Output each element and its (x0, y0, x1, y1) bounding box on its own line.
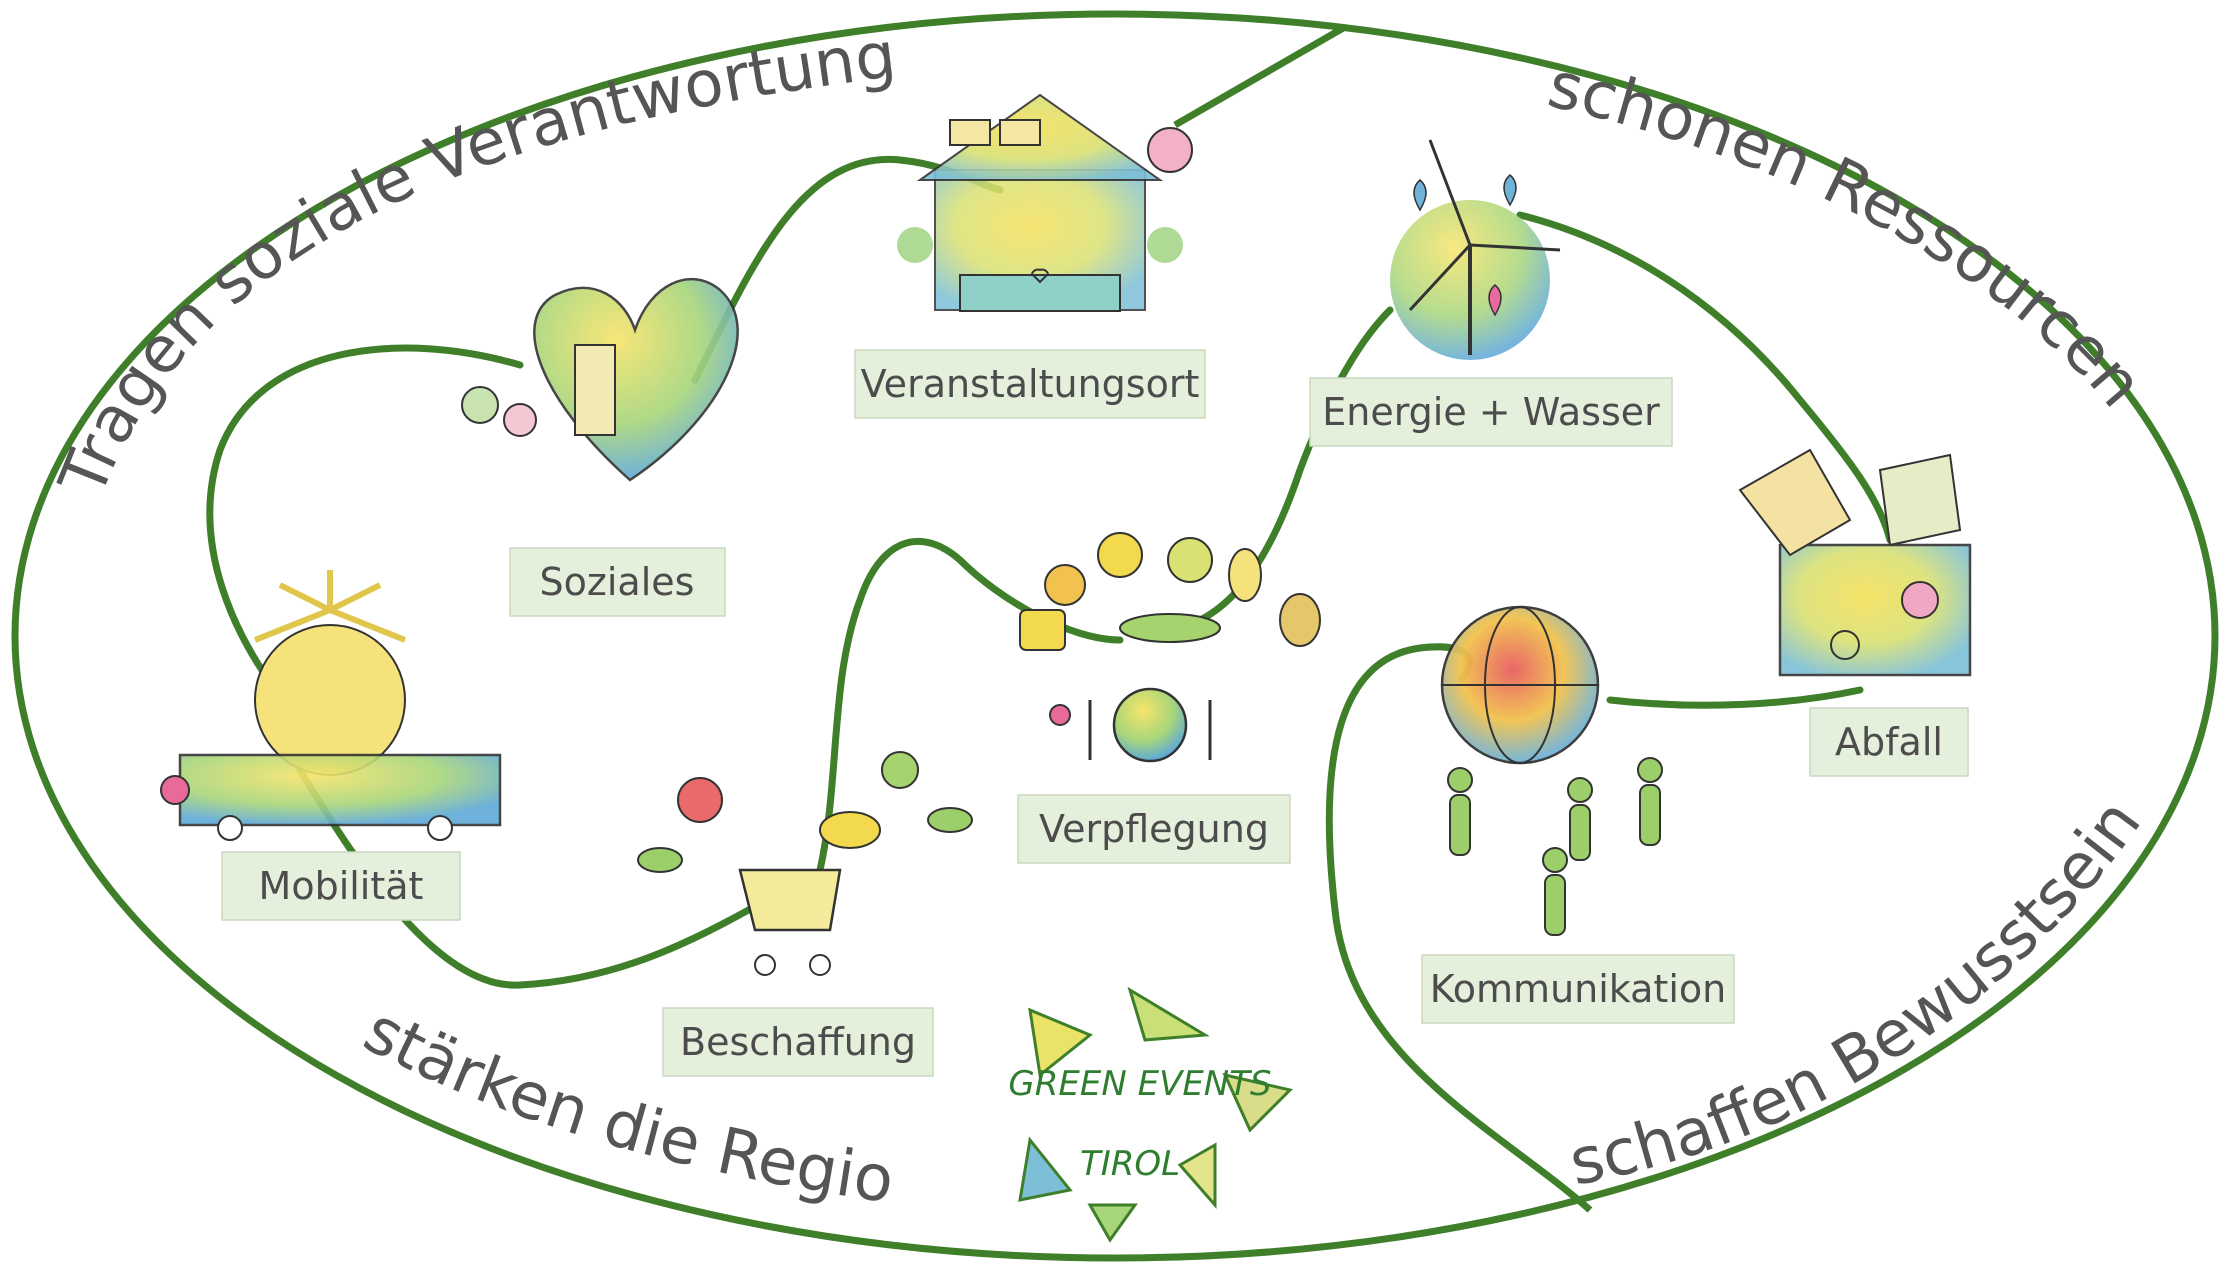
outer-ellipse (11, 10, 2219, 1262)
divider-top (1173, 23, 1347, 129)
phrase-soziale-verantwortung: Tragen soziale Verantwortung (46, 19, 900, 507)
globe-people-icon (1440, 605, 1663, 936)
label-veranstaltungsort: Veranstaltungsort (854, 349, 1206, 419)
divider-bottom-right (1325, 643, 1593, 1213)
label-energie-wasser: Energie + Wasser (1309, 377, 1673, 447)
label-mobilitaet: Mobilität (221, 851, 461, 921)
green-events-logo: GREEN EVENTS TIROL (1008, 986, 1293, 1243)
svg-text:Verpflegung: Verpflegung (1039, 807, 1269, 851)
svg-text:Soziales: Soziales (540, 560, 695, 604)
label-kommunikation: Kommunikation (1421, 954, 1735, 1024)
heart-icon (461, 278, 739, 482)
svg-text:Mobilität: Mobilität (259, 864, 424, 908)
svg-text:Kommunikation: Kommunikation (1430, 967, 1726, 1011)
svg-text:Beschaffung: Beschaffung (680, 1020, 916, 1064)
svg-text:Veranstaltungsort: Veranstaltungsort (861, 362, 1200, 406)
svg-text:Energie + Wasser: Energie + Wasser (1322, 390, 1660, 434)
house-icon (897, 93, 1193, 312)
label-abfall: Abfall (1809, 707, 1969, 777)
svg-text:Abfall: Abfall (1835, 720, 1943, 764)
wind-turbine-icon (1390, 139, 1561, 360)
label-verpflegung: Verpflegung (1017, 794, 1291, 864)
phrase-schonen-ressourcen: schonen Ressourcen (1541, 48, 2157, 421)
winding-path (206, 155, 1894, 989)
svg-text:TIROL: TIROL (1080, 1144, 1180, 1184)
label-soziales: Soziales (509, 547, 726, 617)
sun-bus-icon (160, 570, 502, 841)
food-plate-icon (1019, 532, 1321, 763)
label-beschaffung: Beschaffung (662, 1007, 934, 1077)
waste-bin-icon (1738, 448, 1972, 677)
shopping-cart-icon (637, 751, 973, 976)
svg-text:GREEN EVENTS: GREEN EVENTS (1008, 1064, 1271, 1104)
